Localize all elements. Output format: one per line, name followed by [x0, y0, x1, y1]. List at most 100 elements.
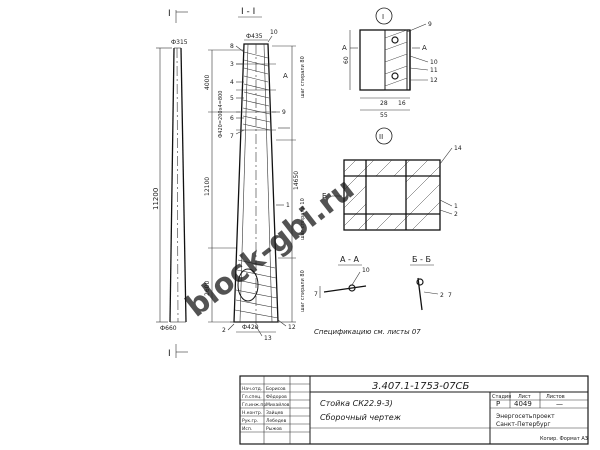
cut-mark-a-center: A	[283, 72, 288, 80]
detail-1-dim-h: 60	[343, 56, 350, 64]
cut-mark-a-right: A	[422, 44, 427, 52]
callout-3a: 3	[230, 61, 234, 68]
title-person-3: Михайлов	[266, 401, 290, 408]
section-a-a-callout-7: 7	[314, 291, 318, 298]
pole-axis	[176, 47, 179, 323]
detail-1-dim-w1: 28	[380, 100, 388, 107]
detail-1-mark: I	[382, 13, 384, 21]
detail-2-callout-2: 2	[454, 211, 458, 218]
dim-segment-lower: 2600	[204, 281, 211, 296]
callouts-center: 8 3 4 5 6 7 10 9 1 13 2 12	[222, 29, 296, 342]
section-1-1-view: I - I Ф435 Ф420 4000	[204, 7, 306, 342]
cut-mark-a-left: A	[342, 44, 347, 52]
detail-1-dim-w3: 55	[380, 112, 388, 119]
callout-9: 9	[282, 109, 286, 116]
section-a-a-view: A - A 10 7	[314, 255, 370, 298]
callout-8: 8	[230, 43, 234, 50]
title-role-3: Гл.инж.пр.	[242, 402, 268, 408]
section-a-a-title: A - A	[340, 255, 359, 264]
detail-1-dim-w2: 16	[398, 100, 406, 107]
title-name-line2: Сборочный чертеж	[320, 413, 402, 422]
section-b-b-rebar	[416, 278, 424, 286]
callout-4: 4	[230, 79, 234, 86]
title-role-2: Гл.спец.	[242, 394, 262, 400]
section-a-a-callout-10: 10	[362, 267, 370, 274]
section-b-b-callout-7: 7	[448, 292, 452, 299]
detail-1-callout-12: 12	[430, 77, 438, 84]
callout-10: 10	[270, 29, 278, 36]
pole-inner-wall-right	[263, 43, 273, 323]
title-person-5: Лебедев	[266, 418, 287, 424]
title-sheet-number: 4049	[514, 400, 532, 408]
title-person-2: Фёдоров	[266, 394, 287, 400]
dim-overall-height: 11200	[152, 188, 160, 210]
title-name-line1: Стойка СК22.9-3)	[320, 399, 393, 408]
dim-right-total: 14650	[293, 171, 300, 190]
title-sheets-header: Листов	[546, 394, 565, 400]
dim-base-diameter-left: Ф660	[160, 325, 177, 332]
section-b-b-title: Б - Б	[412, 255, 431, 264]
title-person-4: Зайцев	[266, 409, 283, 416]
title-block: 3.407.1-1753-07СБ Стойка СК22.9-3) Сборо…	[239, 375, 589, 445]
note-left-spacing: Ф420=200х4=800	[218, 91, 224, 138]
title-person-6: Рыжов	[266, 426, 282, 432]
detail-2-badge	[375, 127, 393, 145]
note-spiral-bottom: шаг спирали 80	[300, 270, 306, 312]
title-sheet-count: —	[556, 400, 563, 408]
pole-edge-left	[169, 47, 175, 323]
section-mark-bottom: I	[168, 349, 171, 359]
title-person-1: Борисов	[266, 386, 286, 392]
title-stage: Р	[496, 400, 500, 408]
cut-mark-b: Б	[322, 192, 327, 200]
detail-1-insert	[384, 29, 408, 91]
specification-note: Спецификацию см. листы 07	[314, 328, 421, 336]
title-org-1: Энергосетьпроект	[496, 413, 555, 420]
detail-1-callout-9: 9	[428, 21, 432, 28]
title-role-1: Нач.отд.	[242, 386, 262, 392]
title-role-5: Рук.гр.	[242, 418, 258, 424]
dim-top-diameter-left: Ф315	[171, 39, 188, 46]
section-mark-top: I	[168, 9, 171, 19]
note-spiral-middle: шаг спирали 10	[300, 198, 306, 240]
title-code: 3.407.1-1753-07СБ	[372, 381, 470, 392]
section-b-b-callout-2: 2	[440, 292, 444, 299]
lower-detail-circle	[237, 268, 259, 302]
detail-1-callout-11: 11	[430, 67, 438, 74]
title-sheet-header: Лист	[518, 394, 531, 400]
title-role-6: Исп.	[242, 426, 252, 432]
title-block-frame	[239, 375, 589, 445]
callout-7: 7	[230, 133, 234, 140]
dim-segment-middle: 12100	[204, 177, 211, 196]
detail-2-callout-14: 14	[454, 145, 462, 152]
callout-6: 6	[230, 115, 234, 122]
title-footer: Копир. Формат А3	[540, 436, 588, 442]
dim-base-width: Ф420	[242, 324, 259, 331]
callout-1: 1	[286, 202, 290, 209]
section-b-b-view: Б - Б 2 7	[410, 255, 452, 311]
callout-13: 13	[264, 335, 272, 342]
detail-2-core	[365, 175, 407, 215]
detail-2-mark: II	[379, 133, 383, 141]
section-a-a-plate	[323, 285, 367, 293]
detail-1-callout-10: 10	[430, 59, 438, 66]
dim-top-width: Ф435	[246, 33, 263, 40]
detail-1-rebar-top	[391, 36, 399, 44]
section-b-b-plate	[417, 277, 423, 311]
callout-2: 2	[222, 327, 226, 334]
title-stage-header: Стадия	[492, 394, 511, 400]
spiral-reinforcement-lower	[234, 259, 279, 319]
title-org-2: Санкт-Петербург	[496, 421, 550, 428]
title-role-4: Н.контр.	[242, 410, 262, 416]
detail-2-view: II Б 14 1 2	[322, 127, 462, 231]
note-spiral-top: шаг спирали 80	[300, 56, 306, 98]
detail-2-callout-1: 1	[454, 203, 458, 210]
detail-1-rebar-bottom	[391, 72, 399, 80]
detail-1-view: I A A 60 28 16 55 9 10 11 12	[342, 7, 438, 119]
detail-1-badge	[375, 7, 393, 25]
callout-12: 12	[288, 324, 296, 331]
spiral-reinforcement-upper	[236, 51, 276, 131]
callout-5: 5	[230, 95, 234, 102]
dim-segment-upper: 4000	[204, 75, 211, 90]
